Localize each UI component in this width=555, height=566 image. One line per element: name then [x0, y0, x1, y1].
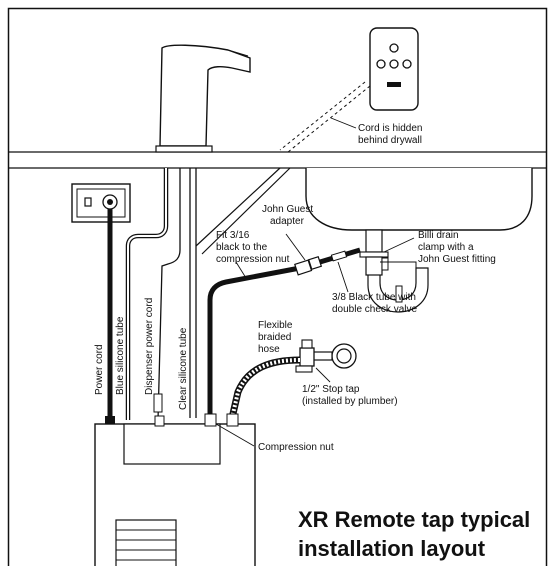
diagram-frame	[7, 7, 548, 566]
label-cord-hidden-2: behind drywall	[358, 135, 422, 146]
label-black-tube-2: double check valve	[332, 304, 417, 315]
fit-leader	[235, 261, 247, 279]
label-fit-3: compression nut	[216, 254, 290, 265]
label-flex-3: hose	[258, 344, 280, 355]
label-stop-tap-1: 1/2" Stop tap	[302, 384, 360, 395]
sink-basin	[305, 168, 533, 231]
label-blue-tube: Blue silicone tube	[115, 316, 126, 395]
jg-adapter-leader	[285, 233, 306, 261]
dispenser-cord-line	[157, 168, 181, 421]
power-socket	[71, 183, 131, 223]
dispenser-cord-plug	[153, 393, 163, 413]
braided-hose-pattern	[230, 358, 301, 419]
compression-nut-leader	[215, 423, 255, 447]
billi-leader	[383, 237, 415, 253]
blue-tube-inner	[127, 168, 167, 420]
label-fit-2: black to the	[216, 242, 268, 253]
label-clear-tube: Clear silicone tube	[178, 327, 189, 410]
label-cord-hidden-1: Cord is hidden	[358, 123, 422, 134]
label-flex-2: braided	[258, 332, 291, 343]
label-compression-nut: Compression nut	[258, 442, 334, 453]
black-tube-leader	[337, 261, 349, 293]
john-guest-adapter	[294, 255, 323, 276]
label-dispenser-cord: Dispenser power cord	[144, 298, 155, 395]
drain-trap	[359, 229, 429, 313]
black-tube-316	[207, 265, 301, 418]
label-billi-3: John Guest fitting	[418, 254, 496, 265]
label-fit-1: Fit 3/16	[216, 230, 250, 241]
power-cord-plug	[105, 416, 115, 424]
remote-control	[369, 27, 419, 111]
label-black-tube-1: 3/8 Black tube with	[332, 292, 416, 303]
drywall-conduit-2	[201, 167, 291, 255]
hidden-cord	[279, 81, 371, 153]
stop-tap-leader	[315, 367, 331, 383]
title-line-1: XR Remote tap typical	[298, 507, 530, 532]
countertop	[8, 151, 547, 169]
braided-hose	[228, 356, 301, 419]
drywall-conduit	[195, 167, 281, 247]
cord-hidden-leader	[330, 117, 357, 129]
label-jg-adapter-1: John Guest	[262, 204, 313, 215]
label-power-cord: Power cord	[94, 344, 105, 395]
label-billi-1: Billi drain	[418, 230, 459, 241]
boiler-unit	[94, 413, 256, 566]
check-valve	[330, 250, 348, 262]
stop-tap	[295, 339, 357, 373]
label-flex-1: Flexible	[258, 320, 293, 331]
label-jg-adapter-2: adapter	[270, 216, 305, 227]
faucet	[155, 44, 251, 153]
title-line-2: installation layout	[298, 536, 486, 561]
label-billi-2: clamp with a	[418, 242, 474, 253]
label-stop-tap-2: (installed by plumber)	[302, 396, 398, 407]
